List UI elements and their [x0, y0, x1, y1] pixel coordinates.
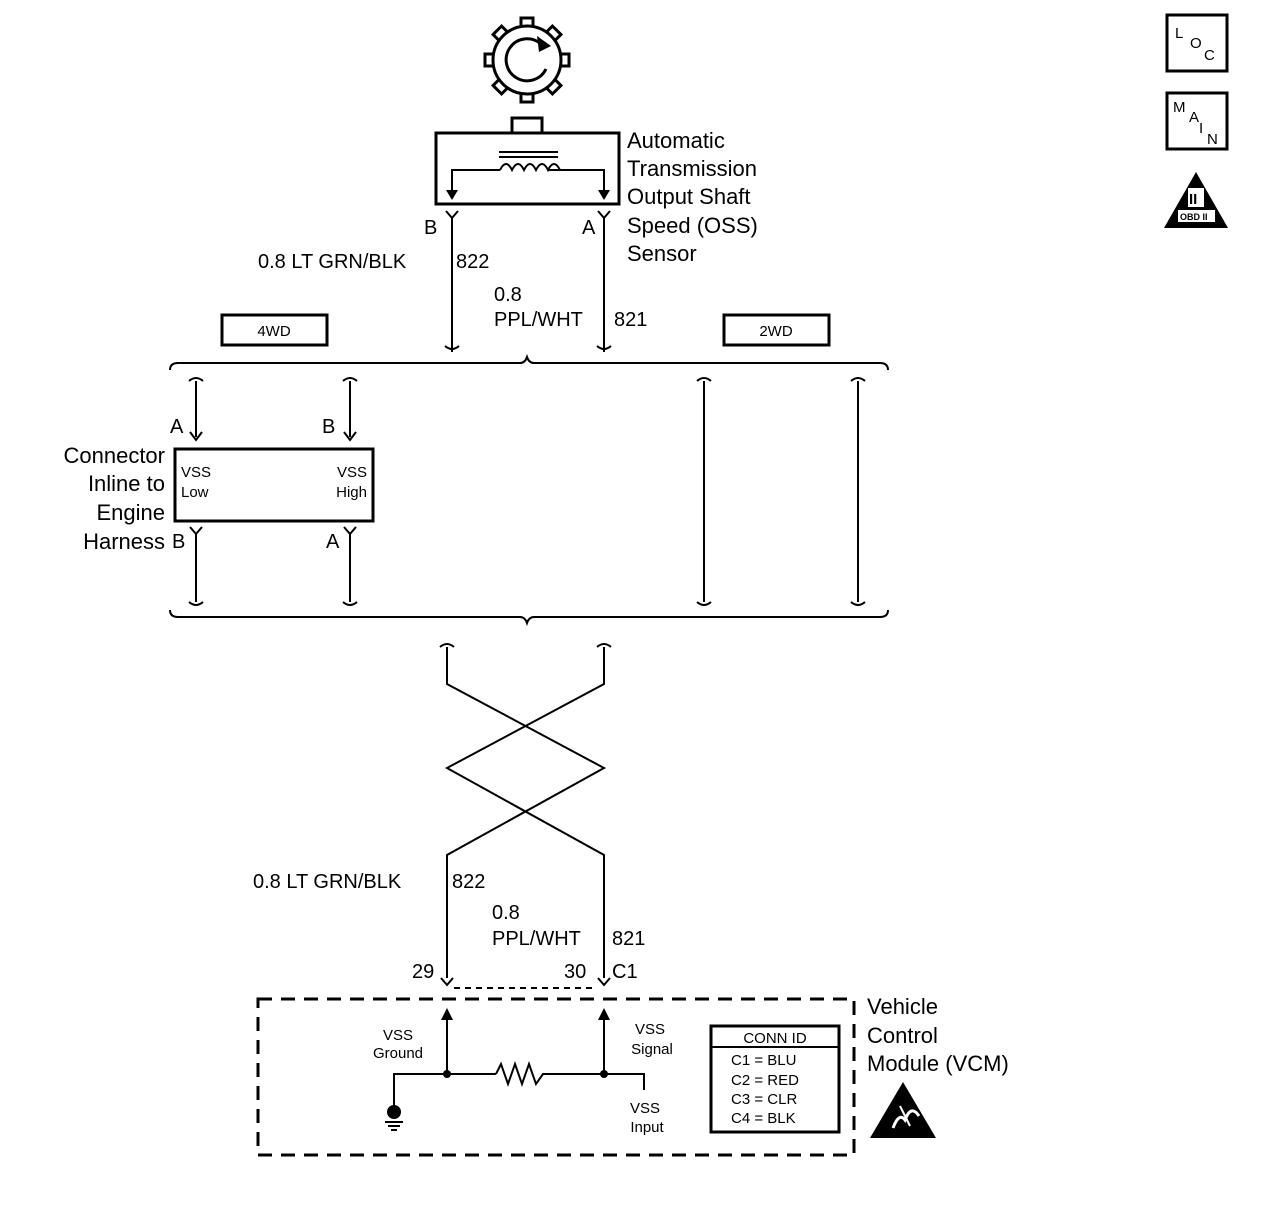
2wd-wires — [696, 377, 866, 606]
svg-text:Low: Low — [181, 484, 209, 501]
obd-ii-icon[interactable]: II OBD II — [1164, 172, 1228, 228]
svg-text:VSS: VSS — [383, 1027, 413, 1044]
loc-icon[interactable]: L O C — [1165, 13, 1229, 73]
rotor-gear-icon — [483, 16, 571, 104]
svg-text:B: B — [172, 531, 185, 553]
variant-4wd: 4WD — [220, 313, 329, 347]
svg-text:Harness: Harness — [83, 529, 165, 554]
wire-821-circuit-bottom: 821 — [612, 928, 645, 950]
svg-text:C4 = BLK: C4 = BLK — [731, 1110, 796, 1127]
svg-text:A: A — [582, 217, 596, 239]
variant-2wd: 2WD — [722, 313, 831, 347]
top-brace — [169, 353, 889, 371]
svg-text:OBD II: OBD II — [1180, 212, 1208, 222]
svg-text:4WD: 4WD — [257, 323, 291, 340]
svg-text:Output Shaft: Output Shaft — [627, 184, 751, 209]
svg-text:Signal: Signal — [631, 1041, 673, 1058]
svg-text:2WD: 2WD — [759, 323, 793, 340]
pin-29-label: 29 — [412, 961, 434, 983]
svg-text:O: O — [1190, 35, 1202, 52]
svg-text:Speed (OSS): Speed (OSS) — [627, 213, 758, 238]
svg-text:N: N — [1207, 131, 1218, 148]
sensor-pin-a: A — [582, 210, 612, 352]
svg-text:C3 = CLR: C3 = CLR — [731, 1091, 797, 1108]
svg-text:A: A — [326, 531, 340, 553]
svg-text:Input: Input — [630, 1119, 664, 1136]
svg-text:CONN ID: CONN ID — [743, 1030, 807, 1047]
connector-inline: A B VSS Low VSS High B A Connector Inlin… — [63, 377, 375, 606]
svg-text:VSS: VSS — [635, 1021, 665, 1038]
svg-text:L: L — [1175, 25, 1183, 42]
svg-text:High: High — [336, 484, 367, 501]
svg-text:A: A — [170, 416, 184, 438]
wire-821-gauge-top: 0.8 — [494, 284, 522, 306]
svg-text:I: I — [1199, 120, 1203, 137]
wire-822-circuit-top: 822 — [456, 251, 489, 273]
vcm-connector-c1 — [440, 977, 611, 989]
svg-text:II: II — [1189, 191, 1197, 208]
vcm-label-line-3: Module (VCM) — [867, 1051, 1009, 1076]
oss-sensor: Automatic Transmission Output Shaft Spee… — [434, 116, 758, 266]
wire-821-label-bottom: PPL/WHT — [492, 928, 581, 950]
wire-821-circuit-top: 821 — [614, 309, 647, 331]
svg-text:C2 = RED: C2 = RED — [731, 1072, 799, 1089]
svg-text:Sensor: Sensor — [627, 241, 697, 266]
esd-warning-icon[interactable] — [870, 1082, 936, 1138]
connector-c1-label: C1 — [612, 961, 638, 983]
conn-id-table: CONN ID C1 = BLU C2 = RED C3 = CLR C4 = … — [709, 1024, 841, 1134]
wire-822-circuit-bottom: 822 — [452, 871, 485, 893]
svg-text:Connector: Connector — [63, 443, 165, 468]
svg-text:VSS: VSS — [181, 464, 211, 481]
svg-text:VSS: VSS — [337, 464, 367, 481]
wire-822-label-bottom: 0.8 LT GRN/BLK — [253, 871, 402, 893]
vcm-internal-circuit: VSS Ground VSS Signal VSS Input — [373, 1008, 673, 1136]
svg-text:Transmission: Transmission — [627, 156, 757, 181]
wire-821-label-top: PPL/WHT — [494, 309, 583, 331]
wire-822-label-top: 0.8 LT GRN/BLK — [258, 251, 407, 273]
svg-text:Ground: Ground — [373, 1045, 423, 1062]
crossing-wires — [439, 643, 612, 978]
svg-text:Engine: Engine — [96, 500, 165, 525]
svg-text:B: B — [424, 217, 437, 239]
vcm-box — [256, 997, 856, 1157]
svg-text:Automatic: Automatic — [627, 128, 725, 153]
bottom-brace — [169, 609, 889, 627]
svg-text:VSS: VSS — [630, 1100, 660, 1117]
wire-821-gauge-bottom: 0.8 — [492, 902, 520, 924]
main-icon[interactable]: M A I N — [1165, 91, 1229, 151]
svg-text:C1 = BLU: C1 = BLU — [731, 1052, 796, 1069]
sensor-pin-b: B — [424, 210, 460, 352]
svg-text:C: C — [1204, 47, 1215, 64]
pin-30-label: 30 — [564, 961, 586, 983]
vcm-label-line-2: Control — [867, 1023, 938, 1048]
svg-text:Inline to: Inline to — [88, 471, 165, 496]
svg-text:M: M — [1173, 99, 1186, 116]
vcm-label-line-1: Vehicle — [867, 994, 938, 1019]
svg-text:A: A — [1189, 109, 1199, 126]
svg-text:B: B — [322, 416, 335, 438]
